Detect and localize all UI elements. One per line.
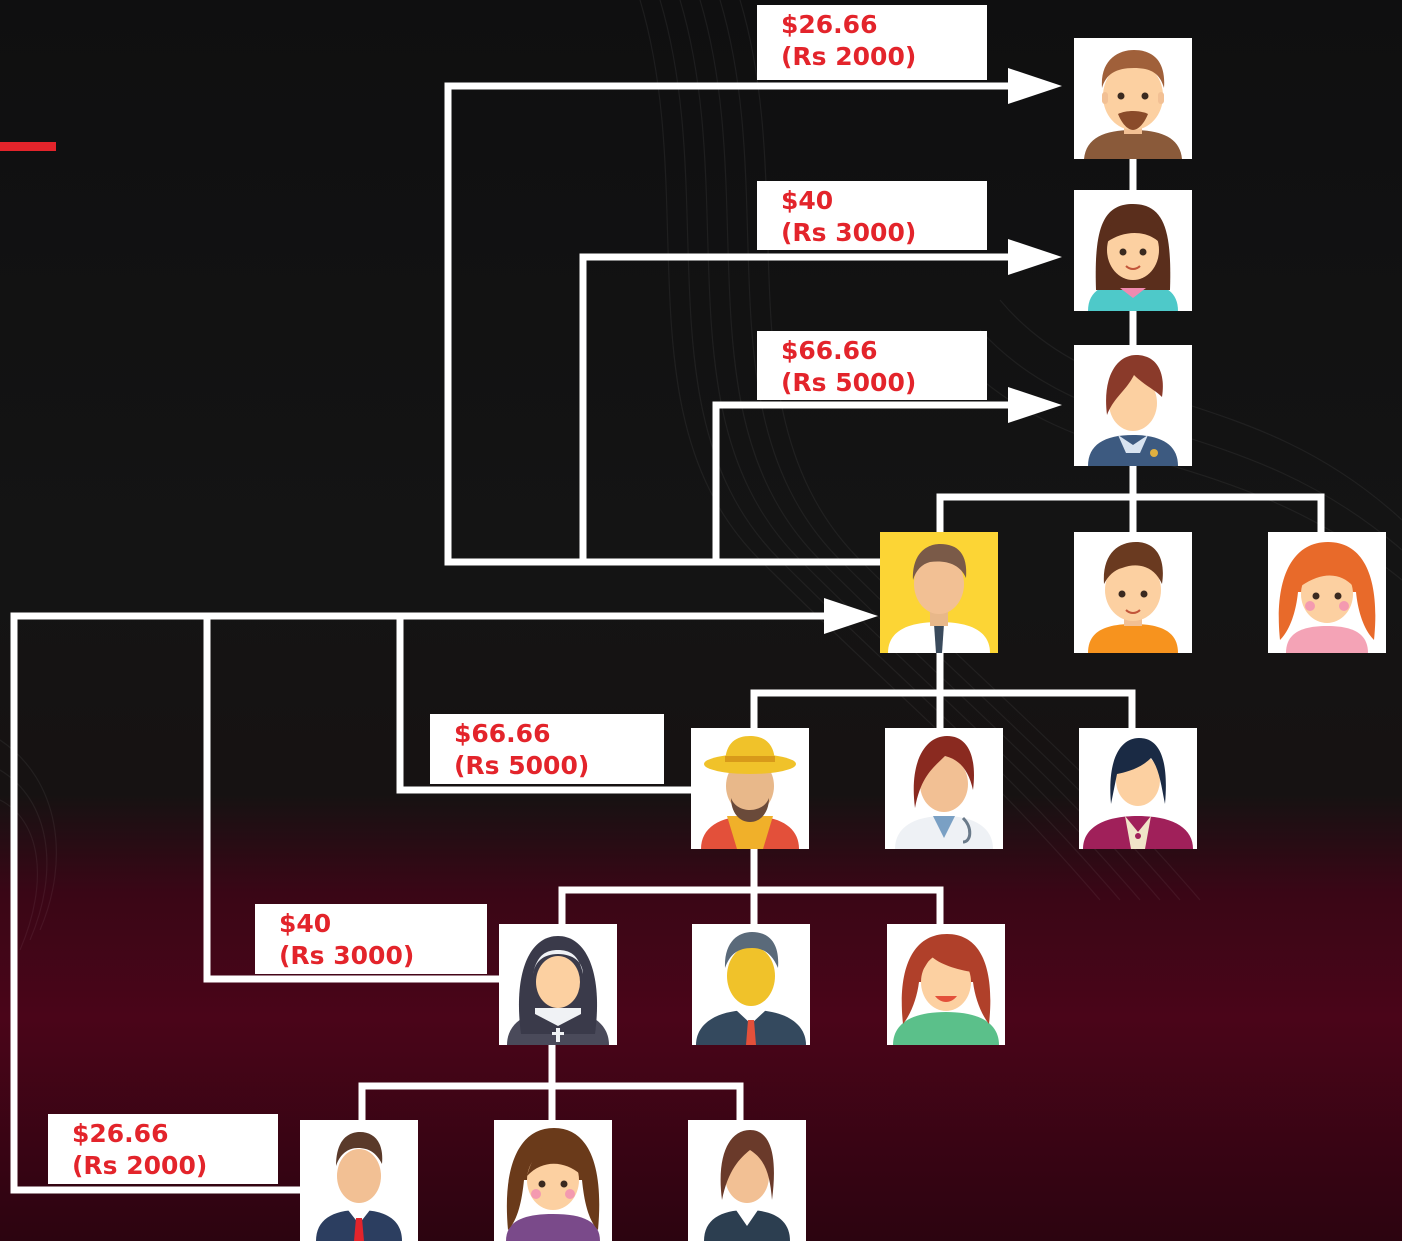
manager-icon <box>696 932 806 1045</box>
avatar-level2 <box>1074 190 1192 311</box>
reward-label-level2: $40 (Rs 3000) <box>757 181 987 250</box>
avatar-level6-1 <box>499 924 617 1045</box>
reward-usd: $40 <box>279 909 332 938</box>
girl-icon <box>1278 542 1376 653</box>
bearded-man-icon <box>1084 50 1182 159</box>
smiling-woman-icon <box>893 934 999 1045</box>
reward-inr: (Rs 3000) <box>781 218 917 247</box>
avatar-level5-2 <box>885 728 1003 849</box>
long-hair-woman-icon <box>506 1128 600 1241</box>
avatar-level7-2 <box>494 1120 612 1241</box>
avatar-level4-you <box>880 532 998 653</box>
avatar-level4-sibling1 <box>1074 532 1192 653</box>
avatar-level1 <box>1074 38 1192 159</box>
doctor-icon <box>895 736 993 849</box>
reward-label-level7: $26.66 (Rs 2000) <box>48 1114 278 1184</box>
accent-bar <box>0 142 56 151</box>
avatar-level7-3 <box>688 1120 806 1241</box>
flight-attendant-icon <box>1088 355 1178 466</box>
waiter-icon <box>1083 738 1193 849</box>
woman-hoodie-icon <box>1088 204 1178 311</box>
reward-usd: $26.66 <box>72 1119 169 1148</box>
avatar-level3 <box>1074 345 1192 466</box>
avatar-level4-sibling2 <box>1268 532 1386 653</box>
reward-inr: (Rs 5000) <box>781 368 917 397</box>
avatar-level7-1 <box>300 1120 418 1241</box>
reward-label-level1: $26.66 (Rs 2000) <box>757 5 987 80</box>
reward-usd: $66.66 <box>781 336 878 365</box>
businessman-icon <box>888 544 990 653</box>
reward-label-level3: $66.66 (Rs 5000) <box>757 331 987 400</box>
nun-icon <box>507 936 609 1045</box>
reward-usd: $40 <box>781 186 834 215</box>
reward-usd: $26.66 <box>781 10 878 39</box>
reward-label-level6: $40 (Rs 3000) <box>255 904 487 974</box>
reward-inr: (Rs 3000) <box>279 941 415 970</box>
avatar-level5-1 <box>691 728 809 849</box>
avatar-level6-2 <box>692 924 810 1045</box>
reward-inr: (Rs 2000) <box>72 1151 208 1180</box>
reward-inr: (Rs 2000) <box>781 42 917 71</box>
avatar-level5-3 <box>1079 728 1197 849</box>
reward-label-level5: $66.66 (Rs 5000) <box>430 714 664 784</box>
avatar-level6-3 <box>887 924 1005 1045</box>
farmer-icon <box>701 736 799 849</box>
businesswoman-icon <box>704 1130 790 1241</box>
reward-usd: $66.66 <box>454 719 551 748</box>
man-red-tie-icon <box>316 1132 402 1241</box>
boy-icon <box>1088 542 1178 653</box>
reward-inr: (Rs 5000) <box>454 751 590 780</box>
